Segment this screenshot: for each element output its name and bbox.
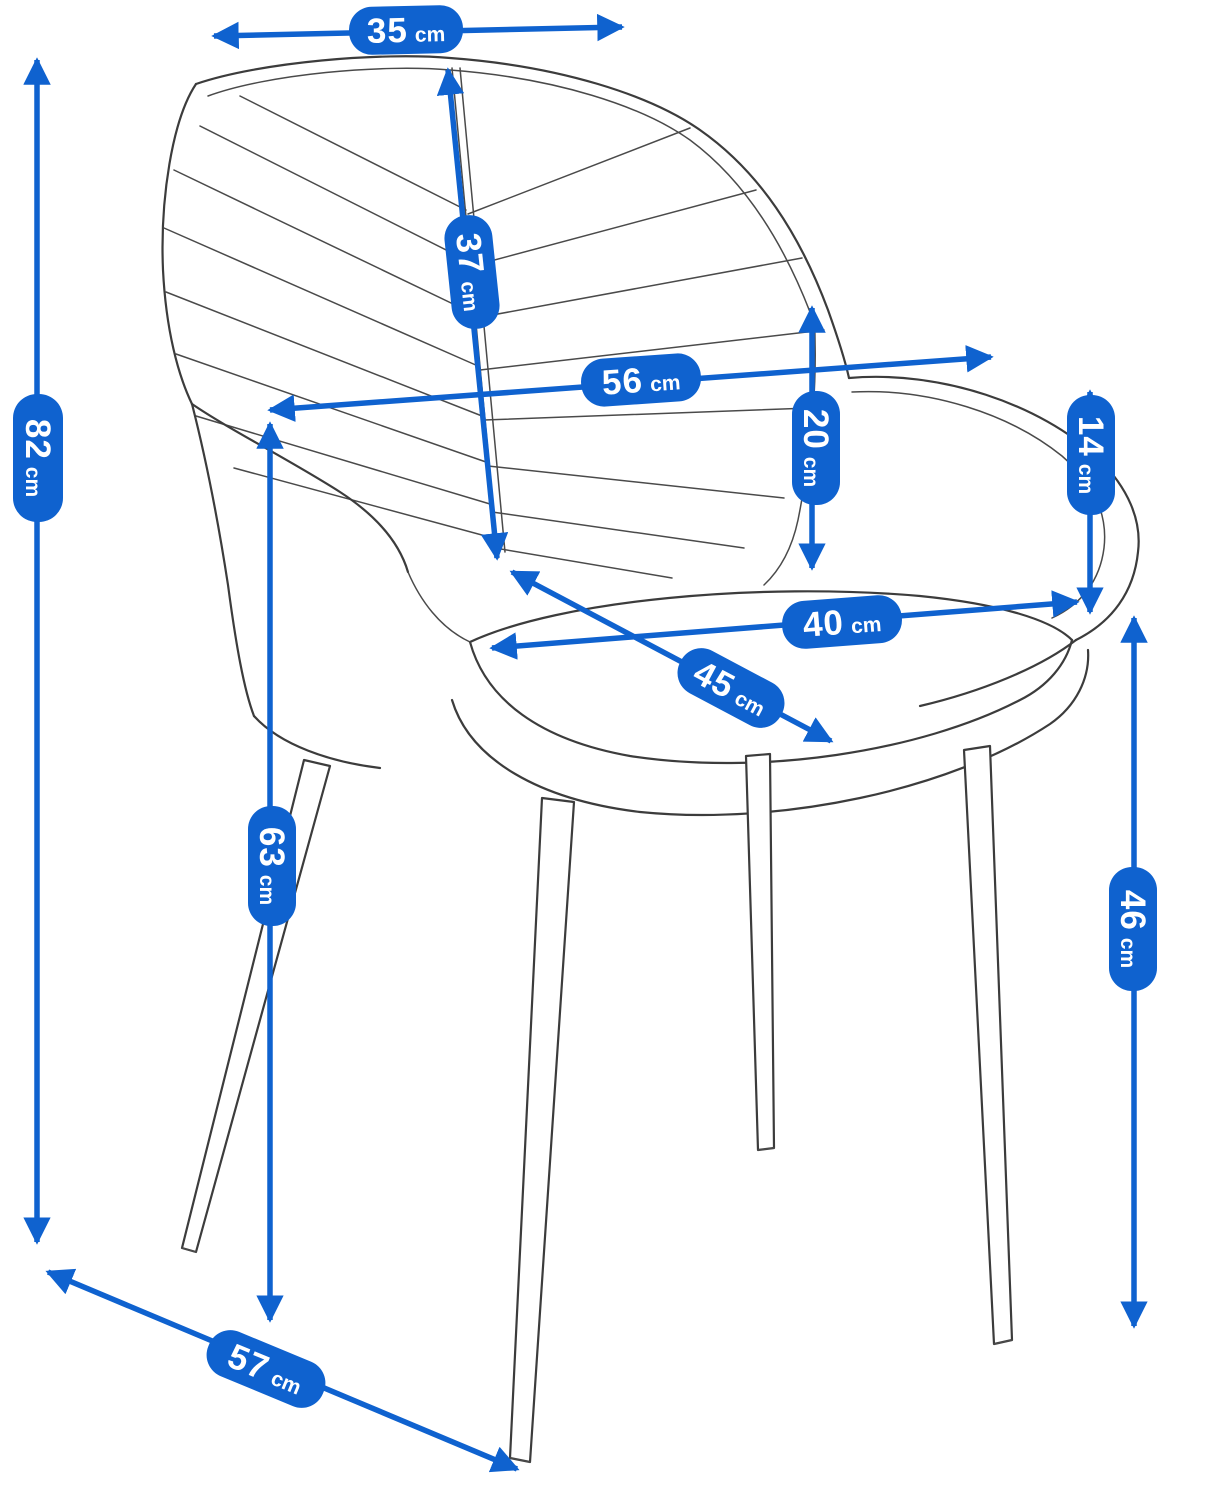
- svg-text:37cm: 37cm: [448, 231, 495, 313]
- chevron-stitch-right: [467, 127, 825, 579]
- right-arm-inner-edge: [851, 390, 1106, 619]
- front-right-leg: [962, 744, 1014, 1346]
- floor-to-armrest-badge: 63cm: [248, 806, 296, 926]
- svg-text:46cm: 46cm: [1113, 890, 1152, 968]
- svg-text:82cm: 82cm: [18, 419, 57, 497]
- backrest-outer-edge: [194, 55, 851, 380]
- backrest-inner-top-seam: [207, 67, 811, 313]
- floor-to-seat-badge: 46cm: [1109, 867, 1157, 991]
- armrest-height-badge: 14cm: [1067, 395, 1115, 515]
- dimension-backrest-height: 37cm: [436, 67, 509, 561]
- dimension-armrest-height: 14cm: [1067, 389, 1115, 615]
- seat-depth-badge: 45cm: [677, 648, 785, 728]
- seat-skirt: [450, 648, 1090, 817]
- back-left-leg-foot: [181, 1247, 197, 1253]
- backrest-height-badge: 37cm: [444, 215, 500, 329]
- backrest-left-edge: [161, 82, 198, 406]
- svg-text:63cm: 63cm: [252, 827, 291, 905]
- chevron-stitch-left: [163, 95, 494, 539]
- left-arm-top-edge: [190, 402, 410, 574]
- front-left-leg: [508, 796, 576, 1464]
- back-cushion-height-badge: 20cm: [792, 391, 840, 505]
- dimension-back-cushion-height: 20cm: [792, 305, 840, 571]
- left-arm-front-edge: [190, 402, 256, 718]
- seat-left-join: [407, 571, 471, 643]
- svg-text:20cm: 20cm: [796, 409, 835, 487]
- chair-line-drawing: [161, 55, 1140, 1464]
- dimension-floor-to-armrest: 63cm: [248, 421, 296, 1323]
- dimension-total-height: 82cm: [13, 57, 63, 1245]
- svg-text:14cm: 14cm: [1071, 416, 1110, 494]
- dimension-total-depth: 57cm: [45, 1268, 520, 1473]
- back-right-leg: [744, 752, 776, 1152]
- dimension-floor-to-seat: 46cm: [1109, 615, 1157, 1329]
- total-depth-badge: 57cm: [206, 1330, 326, 1408]
- back-right-leg-foot: [757, 1147, 775, 1151]
- right-arm-front-edge: [918, 638, 1078, 708]
- total-height-badge: 82cm: [13, 394, 63, 522]
- left-arm-cuff: [252, 714, 382, 770]
- front-right-leg-foot: [993, 1339, 1013, 1345]
